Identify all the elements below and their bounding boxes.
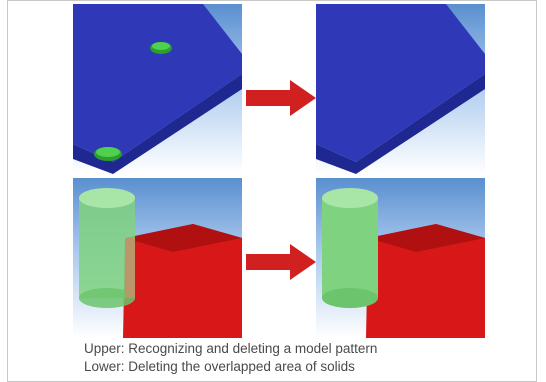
plate-without-holes-image [316,4,485,174]
overlapping-solids-image [73,178,242,338]
figure-caption: Upper: Recognizing and deleting a model … [84,340,524,376]
plate-with-holes-image [73,4,242,174]
separated-solids-image [316,178,485,338]
caption-line-upper: Upper: Recognizing and deleting a model … [84,341,378,356]
right-arrow-icon [242,78,318,118]
right-arrow-icon [242,242,318,282]
caption-line-lower: Lower: Deleting the overlapped area of s… [84,359,355,374]
